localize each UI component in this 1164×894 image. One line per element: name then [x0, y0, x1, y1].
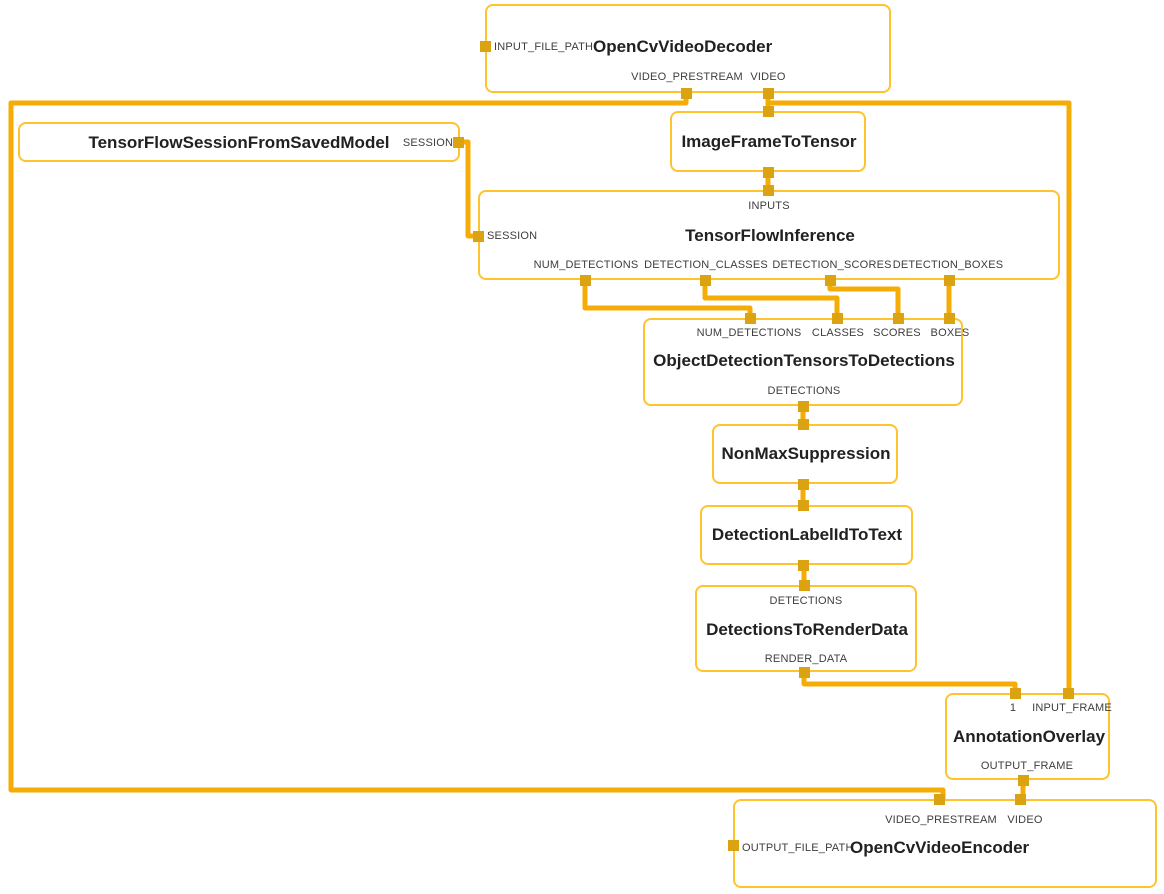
edge-video-to-annotation-overlay — [768, 100, 1072, 693]
port-label-scores-in: SCORES — [873, 327, 921, 339]
port-video-prestream-in[interactable] — [934, 794, 945, 805]
node-title: AnnotationOverlay — [952, 727, 1106, 746]
port-label-video-prestream-in: VIDEO_PRESTREAM — [885, 814, 997, 826]
node-annotation-overlay[interactable]: 1 INPUT_FRAME AnnotationOverlay OUTPUT_F… — [945, 688, 1112, 786]
port-label-detection-boxes-out: DETECTION_BOXES — [892, 259, 1004, 271]
port-boxes-in[interactable] — [944, 313, 955, 324]
edge-session — [458, 139, 478, 239]
node-image-frame-to-tensor[interactable]: ImageFrameToTensor — [670, 106, 866, 178]
port-label-render-data-out: RENDER_DATA — [764, 653, 848, 665]
port-detection-scores-out[interactable] — [825, 275, 836, 286]
port-label-num-detections-in: NUM_DETECTIONS — [696, 327, 802, 339]
edge-video-prestream-loop — [8, 93, 946, 799]
port-output-frame-out[interactable] — [1018, 775, 1029, 786]
port-scores-in[interactable] — [893, 313, 904, 324]
port-inputs-in[interactable] — [763, 185, 774, 196]
port-output-file-path[interactable] — [728, 840, 739, 851]
port-num-detections-in[interactable] — [745, 313, 756, 324]
port-tensor-out[interactable] — [763, 167, 774, 178]
node-tensorflow-session-from-saved-model[interactable]: TensorFlowSessionFromSavedModel SESSION — [18, 122, 464, 162]
port-input-frame-in[interactable] — [1063, 688, 1074, 699]
node-title: TensorFlowInference — [685, 226, 855, 245]
node-detections-to-render-data[interactable]: DETECTIONS DetectionsToRenderData RENDER… — [695, 580, 917, 678]
port-label-output-frame-out: OUTPUT_FRAME — [980, 760, 1074, 772]
port-label-one-in: 1 — [1009, 702, 1017, 714]
node-opencv-video-decoder[interactable]: INPUT_FILE_PATH OpenCvVideoDecoder VIDEO… — [480, 4, 891, 99]
edge-renderdata-to-annotation — [801, 672, 1018, 693]
port-label-video-in: VIDEO — [1007, 814, 1043, 826]
port-input-file-path[interactable] — [480, 41, 491, 52]
port-video-prestream-out[interactable] — [681, 88, 692, 99]
node-title: DetectionLabelIdToText — [711, 525, 903, 544]
port-detection-boxes-out[interactable] — [944, 275, 955, 286]
port-detections-out[interactable] — [798, 401, 809, 412]
port-label-detection-scores-out: DETECTION_SCORES — [772, 259, 892, 271]
port-label-video-out: VIDEO — [750, 71, 786, 83]
port-label-classes-in: CLASSES — [811, 327, 865, 339]
port-label-video-prestream-out: VIDEO_PRESTREAM — [631, 71, 743, 83]
node-title: OpenCvVideoDecoder — [593, 37, 773, 56]
port-video-in[interactable] — [1015, 794, 1026, 805]
node-title: NonMaxSuppression — [721, 444, 891, 463]
port-detections-out[interactable] — [798, 479, 809, 490]
port-session-out[interactable] — [453, 137, 464, 148]
port-num-detections-out[interactable] — [580, 275, 591, 286]
port-label-num-detections-out: NUM_DETECTIONS — [533, 259, 639, 271]
port-label-inputs: INPUTS — [748, 200, 790, 212]
port-classes-in[interactable] — [832, 313, 843, 324]
node-title: TensorFlowSessionFromSavedModel — [88, 133, 390, 152]
port-label-input-frame-in: INPUT_FRAME — [1032, 702, 1112, 714]
port-detections-in[interactable] — [799, 580, 810, 591]
port-detections-in[interactable] — [798, 500, 809, 511]
node-object-detection-tensors-to-detections[interactable]: NUM_DETECTIONS CLASSES SCORES BOXES Obje… — [643, 313, 969, 412]
port-label-detections-out: DETECTIONS — [767, 385, 841, 397]
node-title: ImageFrameToTensor — [681, 132, 857, 151]
port-label-detection-classes-out: DETECTION_CLASSES — [644, 259, 768, 271]
node-non-max-suppression[interactable]: NonMaxSuppression — [712, 419, 898, 490]
node-title: OpenCvVideoEncoder — [850, 838, 1030, 857]
port-label-input-file-path: INPUT_FILE_PATH — [494, 41, 594, 53]
node-opencv-video-encoder[interactable]: VIDEO_PRESTREAM VIDEO OUTPUT_FILE_PATH O… — [728, 794, 1157, 888]
port-label-detections-in: DETECTIONS — [769, 595, 843, 607]
port-image-frame-in[interactable] — [763, 106, 774, 117]
edge-detection-classes — [702, 280, 840, 318]
port-one-in[interactable] — [1010, 688, 1021, 699]
node-detection-label-id-to-text[interactable]: DetectionLabelIdToText — [700, 500, 913, 571]
node-tensorflow-inference[interactable]: INPUTS SESSION TensorFlowInference NUM_D… — [473, 185, 1060, 286]
node-title: DetectionsToRenderData — [706, 620, 908, 639]
port-detections-out[interactable] — [798, 560, 809, 571]
port-detections-in[interactable] — [798, 419, 809, 430]
port-render-data-out[interactable] — [799, 667, 810, 678]
port-label-boxes-in: BOXES — [930, 327, 970, 339]
port-detection-classes-out[interactable] — [700, 275, 711, 286]
node-title: ObjectDetectionTensorsToDetections — [653, 351, 955, 370]
port-video-out[interactable] — [763, 88, 774, 99]
port-label-session-in: SESSION — [487, 230, 538, 242]
port-session-in[interactable] — [473, 231, 484, 242]
port-label-session-out: SESSION — [402, 137, 454, 149]
port-label-output-file-path: OUTPUT_FILE_PATH — [742, 842, 854, 854]
